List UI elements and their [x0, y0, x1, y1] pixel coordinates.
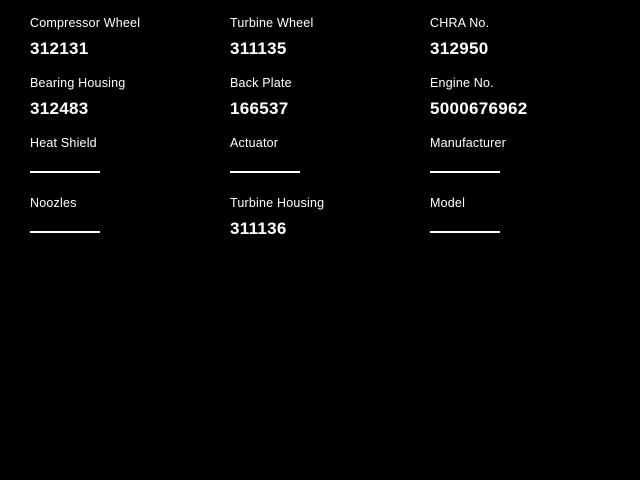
- field-label: Engine No.: [430, 76, 494, 90]
- field-back-plate: Back Plate 166537: [230, 76, 430, 136]
- fields-grid: Compressor Wheel 312131 Turbine Wheel 31…: [30, 16, 630, 256]
- field-label: Heat Shield: [30, 136, 97, 150]
- field-manufacturer: Manufacturer: [430, 136, 630, 196]
- field-value-blank[interactable]: [430, 159, 500, 173]
- field-value-blank[interactable]: [430, 219, 500, 233]
- field-compressor-wheel: Compressor Wheel 312131: [30, 16, 230, 76]
- field-actuator: Actuator: [230, 136, 430, 196]
- field-turbine-housing: Turbine Housing 311136: [230, 196, 430, 256]
- field-label: CHRA No.: [430, 16, 490, 30]
- field-noozles: Noozles: [30, 196, 230, 256]
- field-model: Model: [430, 196, 630, 256]
- field-label: Turbine Wheel: [230, 16, 314, 30]
- field-label: Back Plate: [230, 76, 292, 90]
- field-label: Actuator: [230, 136, 279, 150]
- field-engine-no: Engine No. 5000676962: [430, 76, 630, 136]
- field-value[interactable]: 311136: [230, 219, 287, 238]
- field-value[interactable]: 312483: [30, 99, 89, 118]
- field-bearing-housing: Bearing Housing 312483: [30, 76, 230, 136]
- field-value[interactable]: 312950: [430, 39, 489, 58]
- field-value-blank[interactable]: [30, 219, 100, 233]
- field-turbine-wheel: Turbine Wheel 311135: [230, 16, 430, 76]
- field-value[interactable]: 5000676962: [430, 99, 528, 118]
- field-value-blank[interactable]: [230, 159, 300, 173]
- field-label: Bearing Housing: [30, 76, 126, 90]
- field-label: Noozles: [30, 196, 77, 210]
- field-chra-no: CHRA No. 312950: [430, 16, 630, 76]
- field-heat-shield: Heat Shield: [30, 136, 230, 196]
- field-value[interactable]: 166537: [230, 99, 289, 118]
- field-label: Manufacturer: [430, 136, 507, 150]
- field-label: Compressor Wheel: [30, 16, 141, 30]
- field-value[interactable]: 312131: [30, 39, 89, 58]
- field-value[interactable]: 311135: [230, 39, 287, 58]
- field-label: Model: [430, 196, 466, 210]
- field-value-blank[interactable]: [30, 159, 100, 173]
- field-label: Turbine Housing: [230, 196, 325, 210]
